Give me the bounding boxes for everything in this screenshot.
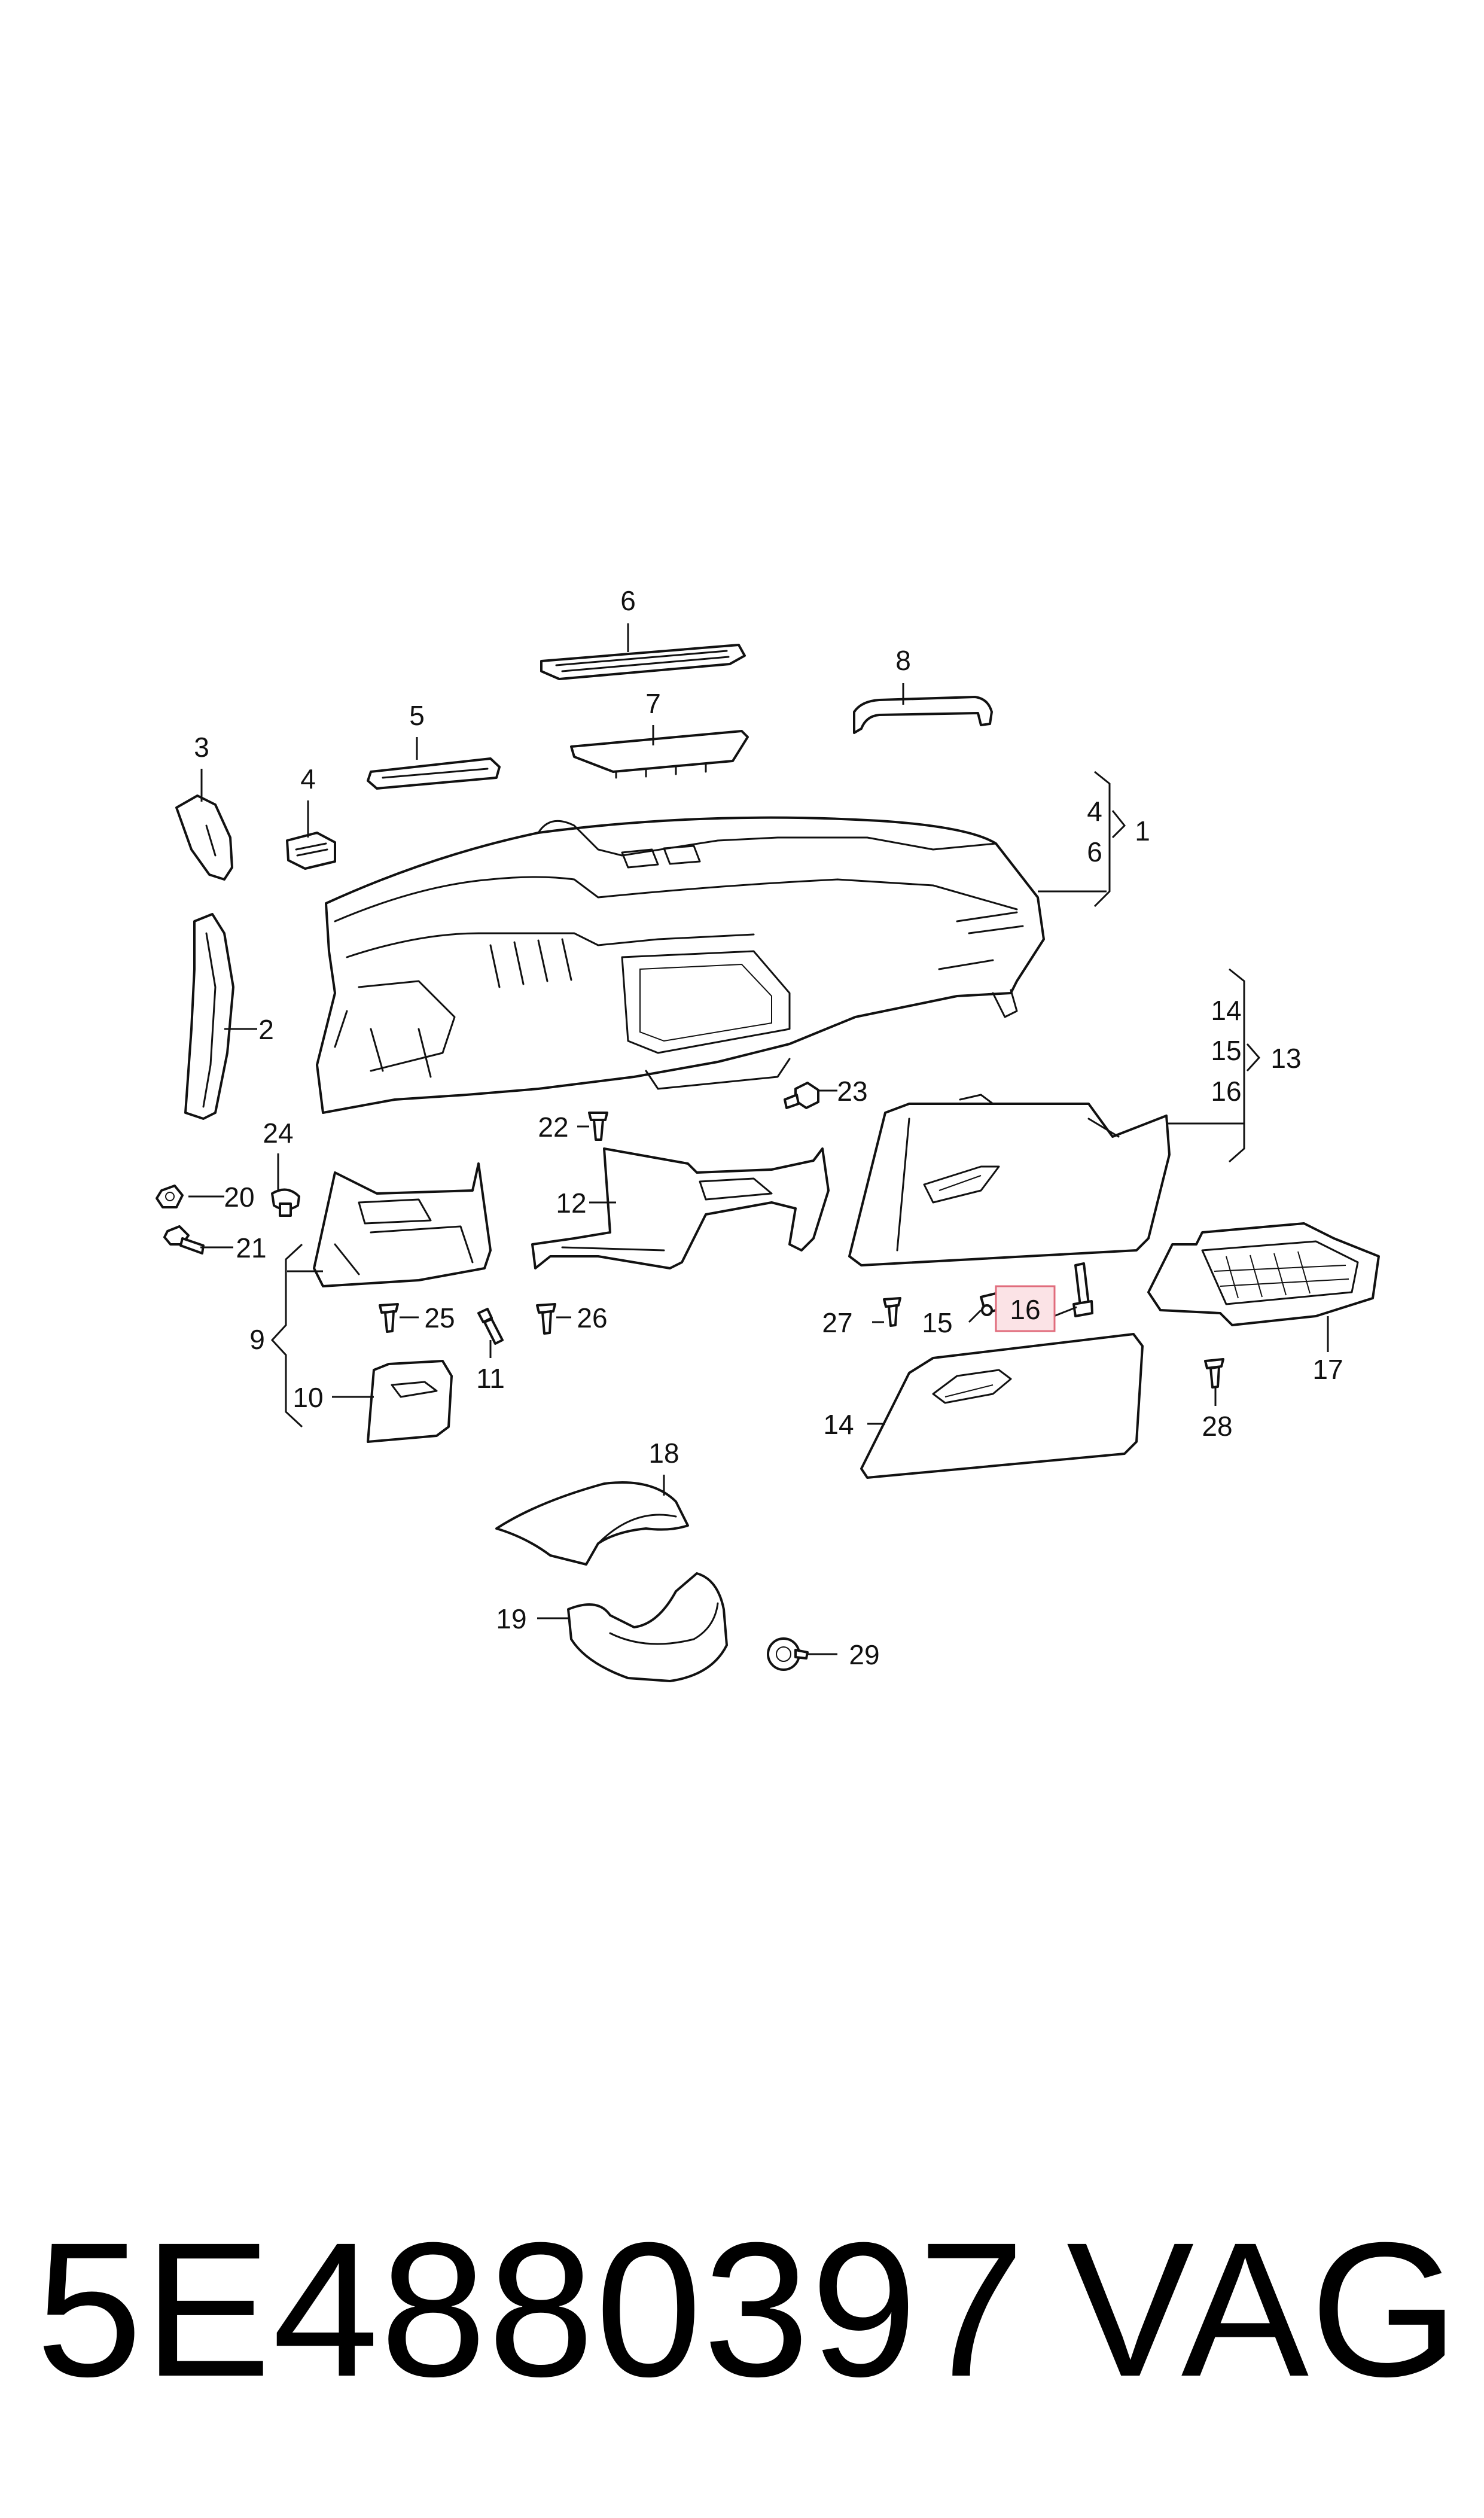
fastener-28 bbox=[1204, 1358, 1224, 1389]
fastener-21 bbox=[163, 1225, 205, 1255]
fastener-24 bbox=[271, 1188, 300, 1217]
part-14-glovebox-lid bbox=[860, 1333, 1144, 1479]
fastener-29 bbox=[767, 1637, 809, 1671]
callout-14: 14 bbox=[823, 1409, 854, 1440]
part-13-glovebox-housing bbox=[848, 1094, 1171, 1266]
callout-22: 22 bbox=[538, 1112, 568, 1143]
fastener-26 bbox=[536, 1303, 556, 1335]
part-7-grille bbox=[570, 730, 749, 779]
callout-18: 18 bbox=[648, 1438, 679, 1469]
callout-19: 19 bbox=[496, 1603, 526, 1634]
callout-29: 29 bbox=[849, 1639, 879, 1670]
part-number-text: 5E4880397 bbox=[36, 2202, 1026, 2416]
part-12-center-panel bbox=[531, 1147, 830, 1269]
fastener-22 bbox=[588, 1112, 608, 1141]
callout-28: 28 bbox=[1202, 1411, 1232, 1442]
part-8-trim-strip bbox=[853, 696, 993, 734]
part-1-dashboard bbox=[316, 816, 1045, 1114]
callout-15: 15 bbox=[922, 1307, 952, 1338]
part-19-steering-cover-lower bbox=[567, 1572, 728, 1682]
part-6-vent-strip bbox=[540, 644, 746, 680]
bracket-1 bbox=[1093, 771, 1126, 908]
callout-17: 17 bbox=[1312, 1354, 1343, 1385]
fastener-11 bbox=[477, 1308, 504, 1345]
bracket-13-item-15: 15 bbox=[1211, 1035, 1241, 1066]
callout-3: 3 bbox=[194, 732, 209, 763]
callout-1: 1 bbox=[1135, 815, 1150, 847]
callout-6: 6 bbox=[620, 585, 636, 616]
fastener-25 bbox=[379, 1303, 399, 1333]
callout-20: 20 bbox=[224, 1182, 254, 1213]
callout-8: 8 bbox=[895, 645, 911, 676]
fastener-16 bbox=[1072, 1262, 1093, 1317]
brand-text: VAG bbox=[1066, 2202, 1460, 2416]
fastener-23 bbox=[784, 1082, 819, 1109]
callout-26: 26 bbox=[577, 1302, 607, 1333]
bracket-13 bbox=[1229, 968, 1261, 1163]
part-5-grille bbox=[367, 757, 501, 790]
fastener-27 bbox=[883, 1297, 901, 1327]
callout-23: 23 bbox=[837, 1076, 867, 1107]
callout-9: 9 bbox=[249, 1324, 265, 1355]
callout-27: 27 bbox=[822, 1307, 852, 1338]
leader-lines bbox=[188, 623, 1329, 1655]
part-3-side-cover bbox=[175, 794, 233, 881]
bracket-13-item-16: 16 bbox=[1211, 1076, 1241, 1107]
callout-11: 11 bbox=[476, 1363, 505, 1394]
callout-24: 24 bbox=[263, 1118, 293, 1149]
callout-labels: 6 8 7 5 3 4 4 6 1 2 14 15 16 13 22 23 24… bbox=[194, 585, 1343, 1670]
part-9-lower-panel bbox=[313, 1162, 492, 1287]
callout-5: 5 bbox=[409, 700, 425, 731]
callout-7: 7 bbox=[645, 688, 661, 719]
bracket-1-item-4: 4 bbox=[1087, 796, 1102, 827]
highlight-box-16 bbox=[995, 1285, 1056, 1332]
callout-13: 13 bbox=[1270, 1043, 1301, 1074]
bracket-1-item-6: 6 bbox=[1087, 836, 1102, 867]
callout-2: 2 bbox=[258, 1014, 274, 1045]
callout-25: 25 bbox=[424, 1302, 455, 1333]
callout-21: 21 bbox=[236, 1232, 266, 1263]
part-10-cover bbox=[367, 1360, 453, 1443]
callout-10: 10 bbox=[292, 1382, 323, 1413]
part-17-bracket bbox=[1147, 1222, 1380, 1326]
callout-16: 16 bbox=[1010, 1294, 1040, 1325]
callout-4: 4 bbox=[300, 763, 316, 794]
part-4-small-vent bbox=[286, 832, 336, 870]
part-2-pillar-trim bbox=[184, 913, 234, 1120]
callout-12: 12 bbox=[556, 1188, 586, 1219]
bracket-13-item-14: 14 bbox=[1211, 995, 1241, 1026]
bracket-9 bbox=[270, 1243, 303, 1428]
part-18-steering-cover-upper bbox=[495, 1481, 689, 1566]
fastener-20 bbox=[156, 1185, 184, 1208]
